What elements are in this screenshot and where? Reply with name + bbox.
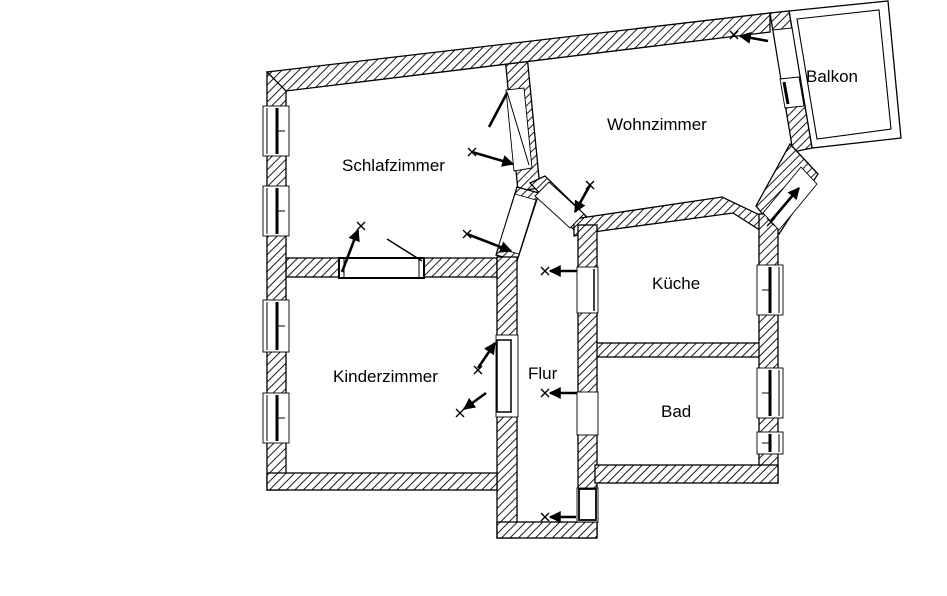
- door-swing-arrow-bad: [540, 387, 577, 399]
- door-kinderzimmer-leaf: [496, 339, 512, 413]
- door-swing-arrow-kueche: [540, 265, 577, 277]
- door-opening-wohnzimmer-balkon: [772, 27, 801, 80]
- room-label-balkon: Balkon: [806, 67, 858, 86]
- door-opening-kueche: [576, 266, 599, 314]
- window-schlafzimmer-1: [262, 105, 290, 157]
- window-balkon-side: [779, 76, 805, 109]
- balcony-inner-rail: [796, 9, 892, 140]
- double-door-schlafzimmer-kinderzimmer: [338, 221, 425, 279]
- door-entrance-leaf: [578, 488, 597, 521]
- door-swing-arrow-kinderzimmer-upper: [473, 342, 497, 375]
- door-opening-flur-wohnzimmer: [534, 181, 585, 229]
- window-bad-2: [756, 431, 784, 455]
- window-kinderzimmer-2: [262, 392, 290, 444]
- window-kinderzimmer-1: [262, 299, 290, 353]
- door-swing-arrow-kinderzimmer-lower: [455, 391, 487, 418]
- wall-top-outer: [265, 12, 771, 92]
- door-schlafzimmer-wohnzimmer-leaf: [487, 91, 530, 166]
- door-swing-arrow-corner: [770, 187, 800, 222]
- door-swing-arrow-entrance: [540, 511, 576, 523]
- window-kueche: [756, 264, 784, 316]
- door-swing-arrow-schlafzimmer-wohnzimmer: [467, 147, 515, 167]
- room-label-schlafzimmer: Schlafzimmer: [342, 156, 445, 175]
- door-swing-arrow-balkon: [729, 30, 769, 44]
- door-opening-flur-schlafzimmer: [497, 193, 537, 255]
- door-swing-arrow-schlafzimmer-kinderzimmer: [340, 228, 360, 273]
- door-arrow-tail-mark: [766, 217, 776, 227]
- room-label-flur: Flur: [528, 364, 558, 383]
- door-swing-arrow-flur-schlafzimmer: [462, 229, 513, 253]
- room-label-wohnzimmer: Wohnzimmer: [607, 115, 707, 134]
- wall-flur-bottom: [496, 521, 598, 539]
- double-door-leaf: [386, 238, 423, 262]
- door-arrow-tail-mark: [356, 221, 366, 231]
- wall-kueche-top: [573, 196, 767, 237]
- door-swing-arrow-flur-wohnzimmer: [573, 180, 595, 214]
- window-bad-1: [756, 367, 784, 419]
- wall-kinderzimmer-bottom: [266, 472, 498, 491]
- wall-bad-bottom: [594, 464, 779, 484]
- window-schlafzimmer-2: [262, 185, 290, 237]
- window-wohnzimmer-corner: [762, 166, 818, 231]
- double-door-frame: [338, 257, 425, 279]
- door-opening-bad: [576, 391, 599, 436]
- wall-kueche-bad-divider: [592, 342, 764, 358]
- balcony-outline: [788, 0, 902, 149]
- room-label-kueche: Küche: [652, 274, 700, 293]
- room-label-bad: Bad: [661, 402, 691, 421]
- room-label-kinderzimmer: Kinderzimmer: [333, 367, 438, 386]
